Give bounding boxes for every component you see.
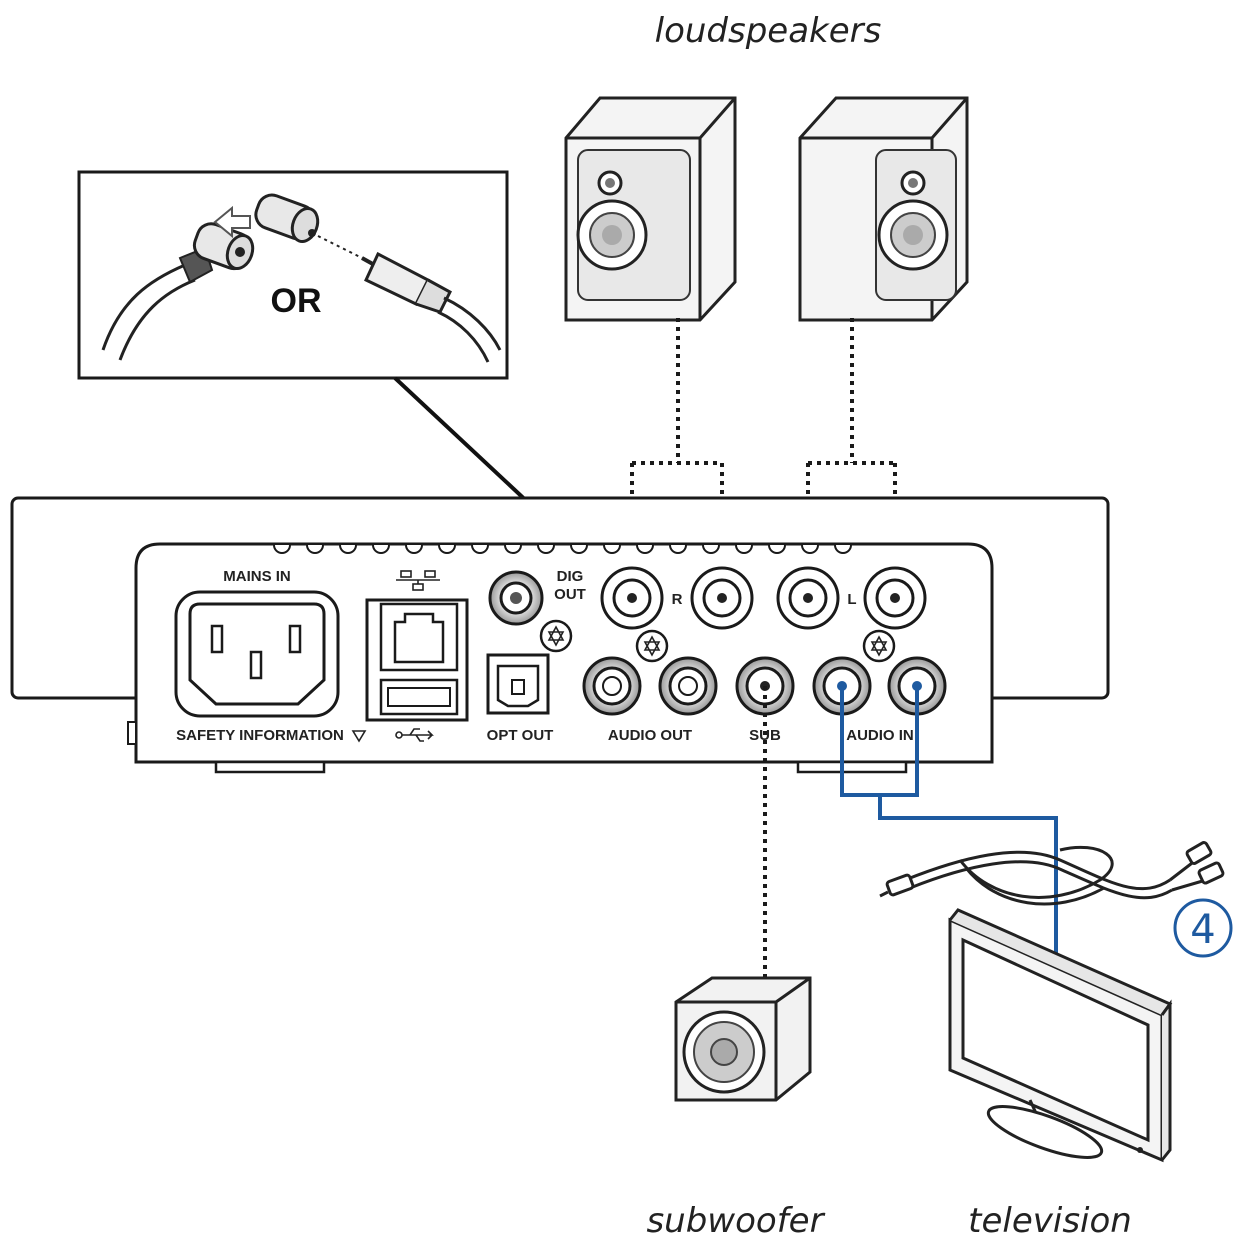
subwoofer <box>674 976 812 1102</box>
sub-label: SUB <box>749 727 781 744</box>
mains-in-socket <box>174 590 340 718</box>
dig-out-jack <box>488 570 544 626</box>
banana-plug <box>361 251 502 363</box>
opt-out-label: OPT OUT <box>487 727 554 744</box>
step-number: 4 <box>1190 907 1215 953</box>
left-channel-label: L <box>847 591 856 608</box>
caption-television: television <box>968 1201 1132 1241</box>
loudspeaker-left <box>798 96 969 322</box>
usb-port <box>379 678 459 716</box>
binding-post <box>192 222 255 271</box>
right-channel-label: R <box>672 591 683 608</box>
usb-icon <box>395 728 434 742</box>
opt-out-port <box>486 653 550 715</box>
caption-loudspeakers: loudspeakers <box>655 11 882 51</box>
caption-subwoofer: subwoofer <box>646 1201 825 1241</box>
loudspeaker-right <box>564 96 737 322</box>
audio-out-left-jack <box>582 656 642 716</box>
dig-out-label-bottom: OUT <box>554 586 586 603</box>
audio-in-cable-path <box>840 686 1058 968</box>
step-badge: 4 <box>1173 898 1233 958</box>
audio-in-label: AUDIO IN <box>846 727 914 744</box>
safety-information-label: SAFETY INFORMATION <box>176 727 344 744</box>
dig-out-label-top: DIG <box>557 568 584 585</box>
or-label: OR <box>271 282 322 320</box>
inset-connector-detail: OR <box>77 170 509 380</box>
speaker-terminals <box>600 566 927 630</box>
television <box>948 908 1173 1163</box>
warning-triangle-icon <box>351 730 367 743</box>
rca-to-minijack-cable <box>879 841 1225 906</box>
ground-screw-icon <box>539 619 896 663</box>
audio-out-right-jack <box>658 656 718 716</box>
audio-out-label: AUDIO OUT <box>608 727 692 744</box>
mains-in-label: MAINS IN <box>223 568 291 585</box>
network-icon <box>396 570 440 591</box>
